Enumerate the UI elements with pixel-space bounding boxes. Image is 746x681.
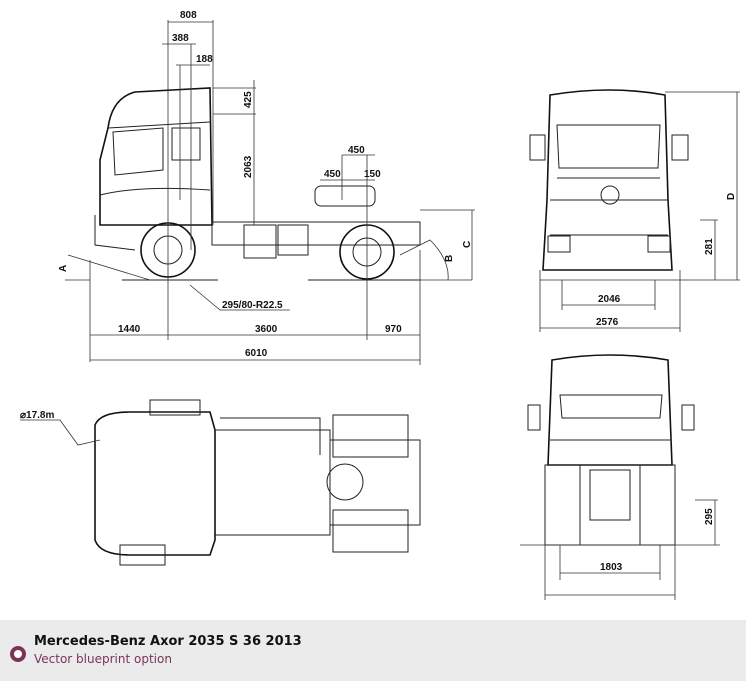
- dim-388: 388: [172, 33, 189, 44]
- dim-295: 295: [704, 508, 715, 525]
- bullet-circle-icon: [10, 646, 26, 662]
- caption-subtitle-link[interactable]: Vector blueprint option: [34, 652, 172, 666]
- dim-2046: 2046: [598, 294, 621, 305]
- dim-970: 970: [385, 324, 402, 335]
- dim-808: 808: [180, 10, 197, 21]
- tyre-label: 295/80-R22.5: [222, 300, 283, 311]
- dim-450: 450: [324, 169, 341, 180]
- angle-b: B: [444, 255, 455, 262]
- height-d: D: [726, 193, 737, 200]
- dim-2576: 2576: [596, 317, 619, 328]
- dim-1803: 1803: [600, 562, 623, 573]
- caption-bar: [0, 620, 746, 681]
- dim-2063: 2063: [243, 155, 254, 178]
- turning-circle: ⌀17.8m: [20, 410, 54, 421]
- dim-450-top: 450: [348, 145, 365, 156]
- angle-a: A: [58, 265, 69, 272]
- height-c: C: [462, 241, 473, 248]
- top-view: ⌀17.8m: [20, 399, 421, 566]
- dim-6010: 6010: [245, 348, 268, 359]
- dim-281: 281: [704, 238, 715, 255]
- blueprint-image: 808 388 188 425 2063 450 450 150 295/80-…: [20, 10, 740, 600]
- side-view: 808 388 188 425 2063 450 450 150 295/80-…: [58, 10, 475, 365]
- caption-title: Mercedes-Benz Axor 2035 S 36 2013: [34, 634, 302, 649]
- dim-3600: 3600: [255, 324, 278, 335]
- front-view: 2046 2576 281 D: [529, 89, 740, 332]
- rear-view: 1803 295: [520, 354, 720, 600]
- dim-425: 425: [243, 91, 254, 108]
- dim-150: 150: [364, 169, 381, 180]
- dim-188: 188: [196, 54, 213, 65]
- dim-1440: 1440: [118, 324, 141, 335]
